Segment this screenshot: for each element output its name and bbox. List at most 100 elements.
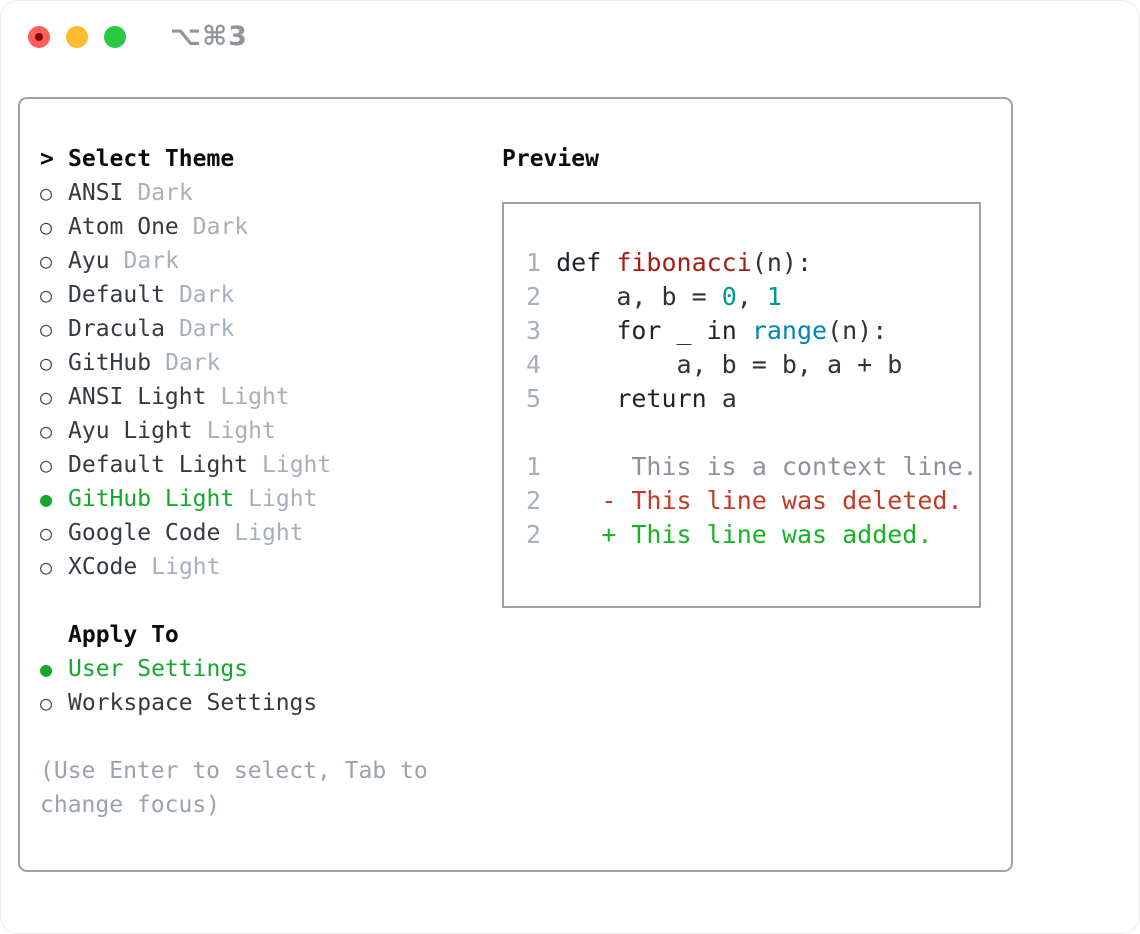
theme-variant-label: Dark (178, 282, 235, 308)
option-label: Workspace Settings (68, 690, 318, 716)
option-label: ANSI Light (68, 384, 207, 410)
code-segment-ln: 2 (526, 486, 542, 515)
radio-unselected-icon: ○ (40, 453, 53, 477)
help-text: (Use Enter to select, Tab to change focu… (40, 758, 428, 818)
code-segment-pl: a (706, 384, 737, 413)
option-label: User Settings (68, 656, 249, 682)
diff-line: 2 + This line was added. (526, 518, 969, 552)
radio-unselected-icon: ○ (40, 351, 53, 375)
code-segment-pl (737, 316, 752, 345)
option-label: Dracula (68, 316, 165, 342)
spacer (40, 584, 484, 618)
radio-unselected-icon: ○ (40, 555, 53, 579)
prompt-icon: > (40, 146, 54, 172)
apply-to-option[interactable]: ○Workspace Settings (40, 686, 484, 720)
code-segment-kw: def (556, 248, 617, 277)
option-label: Default Light (68, 452, 249, 478)
option-label: Ayu (68, 248, 110, 274)
code-segment-pl: , (736, 282, 767, 311)
code-segment-pl (541, 520, 601, 549)
theme-variant-label: Dark (165, 350, 221, 376)
code-segment-ctx: This is a context line. (541, 452, 978, 481)
titlebar: ⌥⌘3 (0, 0, 1140, 74)
code-segment-pl: (n): (751, 248, 813, 277)
theme-variant-label: Light (262, 452, 332, 478)
close-button[interactable] (28, 26, 50, 48)
theme-option[interactable]: ○ GitHub Dark (40, 346, 484, 380)
radio-unselected-icon: ○ (40, 215, 53, 239)
select-theme-label: Select Theme (68, 146, 235, 172)
code-line: 3 for _ in range(n): (526, 314, 969, 348)
code-segment-fn: fibonacci (616, 248, 752, 277)
option-label: Ayu Light (68, 418, 193, 444)
code-line: 4 a, b = b, a + b (526, 348, 969, 382)
radio-unselected-icon: ○ (40, 521, 53, 545)
maximize-button[interactable] (104, 26, 126, 48)
theme-option[interactable]: ○ Default Light Light (40, 448, 484, 482)
code-segment-ln: 5 (526, 384, 557, 413)
code-segment-ln: 1 (526, 452, 542, 481)
code-segment-pl: a, b = (556, 282, 722, 311)
theme-option[interactable]: ○ Dracula Dark (40, 312, 484, 346)
diff-line: 1 This is a context line. (526, 450, 978, 484)
theme-variant-label: Dark (123, 248, 179, 274)
apply-to-header: Apply To (40, 618, 484, 652)
apply-to-list: ●User Settings○Workspace Settings (40, 652, 484, 720)
theme-variant-label: Dark (137, 180, 193, 206)
code-segment-pl: _ (661, 316, 707, 345)
code-segment-ln: 2 (526, 520, 542, 549)
theme-option[interactable]: ○ Atom One Dark (40, 210, 484, 244)
preview-column: Preview 1 def fibonacci(n):2 a, b = 0, 1… (502, 142, 981, 608)
code-segment-del: - This line was deleted. (601, 486, 963, 515)
preview-header: Preview (502, 146, 599, 172)
theme-variant-label: Light (220, 384, 290, 410)
radio-unselected-icon: ○ (40, 419, 53, 443)
code-segment-bi: range (751, 316, 828, 345)
apply-to-label: Apply To (68, 622, 179, 648)
code-segment-kw: for (616, 316, 662, 345)
option-label: Atom One (68, 214, 179, 240)
radio-selected-icon: ● (40, 487, 53, 511)
option-label: GitHub (68, 350, 152, 376)
radio-unselected-icon: ○ (40, 283, 53, 307)
code-line: 5 return a (526, 382, 969, 416)
select-theme-header: > Select Theme (40, 142, 484, 176)
theme-variant-label: Dark (178, 316, 235, 342)
code-segment-pl (541, 486, 601, 515)
theme-variant-label: Light (234, 520, 304, 546)
apply-to-option[interactable]: ●User Settings (40, 652, 484, 686)
code-line: 2 a, b = 0, 1 (526, 280, 969, 314)
code-segment-add: + This line was added. (601, 520, 933, 549)
radio-unselected-icon: ○ (40, 317, 53, 341)
spacer (40, 720, 484, 754)
diff-line: 2 - This line was deleted. (526, 484, 969, 518)
traffic-lights (28, 26, 126, 48)
code-segment-pl: (n): (827, 316, 888, 345)
code-segment-pl (556, 384, 616, 413)
radio-unselected-icon: ○ (40, 385, 53, 409)
code-segment-ln: 2 (526, 282, 557, 311)
theme-option[interactable]: ○ ANSI Light Light (40, 380, 484, 414)
theme-option[interactable]: ○ ANSI Dark (40, 176, 484, 210)
diff-preview: 1 This is a context line.2 - This line w… (526, 450, 978, 552)
radio-unselected-icon: ○ (40, 181, 53, 205)
code-segment-ln: 3 (526, 316, 557, 345)
code-segment-ln: 1 (526, 248, 557, 277)
code-segment-num: 0 (721, 282, 737, 311)
theme-variant-label: Dark (192, 214, 249, 240)
code-segment-ln: 4 (526, 350, 557, 379)
minimize-button[interactable] (66, 26, 88, 48)
option-label: ANSI (68, 180, 124, 206)
